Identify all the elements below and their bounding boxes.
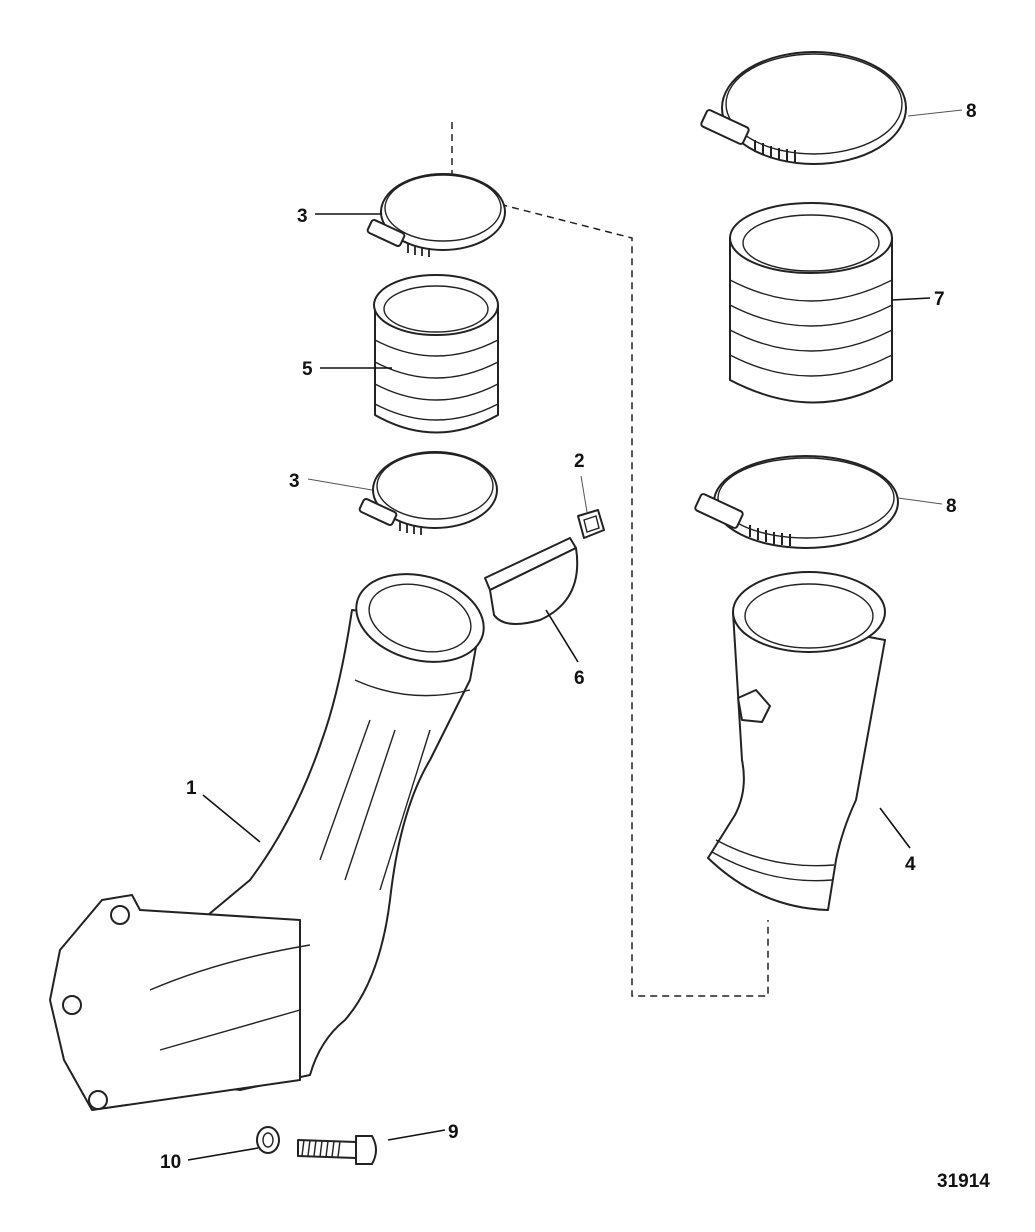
part-6-flapper <box>484 537 579 625</box>
part-8-hose-clamp-lower <box>694 455 899 549</box>
part-7-large-bellows <box>729 202 893 404</box>
part-8-hose-clamp-top <box>700 51 907 165</box>
callout-10: 10 <box>160 1152 181 1173</box>
leader-3b <box>307 478 373 491</box>
leader-8a <box>907 109 963 117</box>
part-4-elbow-pipe <box>707 571 886 911</box>
leader-7 <box>891 297 931 301</box>
figure-number: 31914 <box>937 1171 990 1192</box>
leader-1 <box>202 794 261 843</box>
callout-2: 2 <box>574 451 585 472</box>
part-3-hose-clamp-lower <box>358 451 498 535</box>
callout-9: 9 <box>448 1122 459 1143</box>
callout-3-top: 3 <box>297 206 308 227</box>
leader-10 <box>187 1147 259 1161</box>
leader-4 <box>879 807 911 849</box>
callout-7: 7 <box>934 289 945 310</box>
part-3-hose-clamp-top <box>366 173 506 257</box>
leader-6 <box>545 609 579 663</box>
callout-3-lower: 3 <box>289 471 300 492</box>
callout-8-lower: 8 <box>946 496 957 517</box>
leader-2 <box>580 475 588 513</box>
leader-9 <box>387 1129 446 1141</box>
part-5-small-bellows <box>373 274 499 434</box>
callout-8-top: 8 <box>966 101 977 122</box>
leader-8b <box>897 497 943 505</box>
part-2-clip <box>577 509 605 539</box>
callout-4: 4 <box>905 854 916 875</box>
part-10-lock-washer <box>256 1126 280 1154</box>
callout-1: 1 <box>186 778 197 799</box>
part-1-exhaust-elbow <box>49 573 485 1111</box>
callout-6: 6 <box>574 668 585 689</box>
part-9-bolt <box>297 1135 377 1165</box>
callout-5: 5 <box>302 359 313 380</box>
